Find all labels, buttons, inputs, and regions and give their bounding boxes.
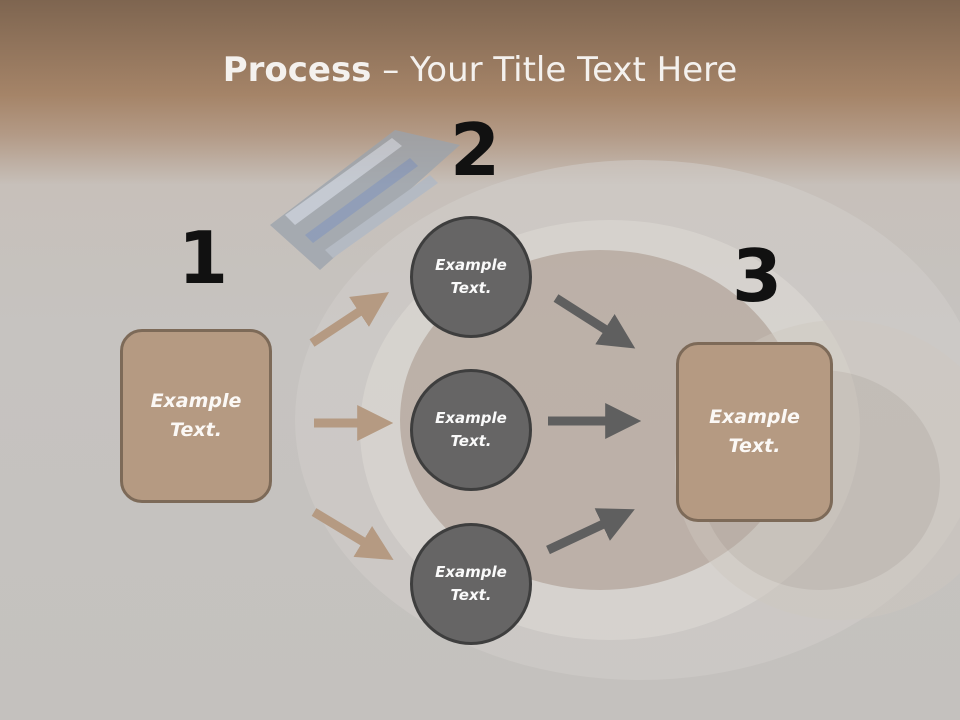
title-rest: – Your Title Text Here — [371, 50, 738, 90]
circle-top-text: Example Text. — [435, 256, 507, 297]
circle-middle: Example Text. — [410, 369, 532, 491]
step-number-3: 3 — [732, 234, 783, 318]
arrow-top-to-right — [553, 294, 636, 349]
title-bold: Process — [222, 50, 372, 90]
right-box-text: Example Text. — [709, 406, 800, 457]
arrow-left-to-bottom — [311, 508, 394, 561]
left-box: Example Text. — [120, 329, 272, 503]
circle-bottom: Example Text. — [410, 523, 532, 645]
slide-title: Process – Your Title Text Here — [0, 50, 960, 90]
circle-top: Example Text. — [410, 216, 532, 338]
right-box: Example Text. — [676, 342, 833, 522]
arrow-left-to-top — [309, 292, 390, 347]
left-box-text: Example Text. — [150, 390, 242, 441]
circle-middle-text: Example Text. — [435, 409, 507, 450]
step-number-2: 2 — [450, 108, 501, 192]
step-number-1: 1 — [178, 216, 229, 300]
arrow-bottom-to-right — [546, 508, 635, 555]
circle-bottom-text: Example Text. — [435, 563, 507, 604]
